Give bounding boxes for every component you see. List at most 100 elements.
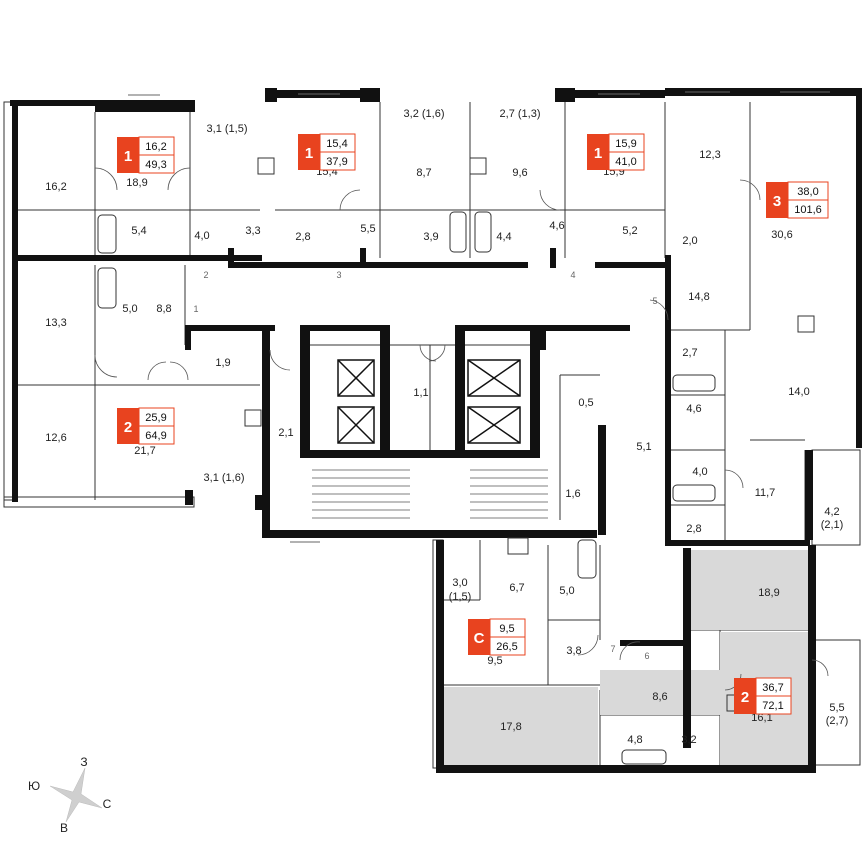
room-area: 5,5 xyxy=(829,702,844,714)
apartment-living-area: 36,7 xyxy=(762,682,783,694)
bathtub-icon xyxy=(449,211,467,253)
room-area: 11,7 xyxy=(755,487,776,499)
south-west-balcony-outline xyxy=(3,496,195,508)
apartment-total-area: 41,0 xyxy=(615,156,636,168)
room-area: 4,0 xyxy=(194,230,209,242)
room-area: 1,1 xyxy=(413,387,428,399)
door-number: 5 xyxy=(652,296,657,306)
room-area: 9,6 xyxy=(512,167,527,179)
shade-hall xyxy=(600,670,720,715)
elevators xyxy=(337,359,521,444)
room-area: 2,0 xyxy=(682,235,697,247)
highlighted-apartment xyxy=(443,550,808,765)
door-number: 2 xyxy=(203,270,208,280)
room-area: 5,0 xyxy=(559,585,574,597)
room-area: 13,3 xyxy=(45,317,66,329)
door-numbers: 1 2 3 4 5 6 7 xyxy=(193,270,657,661)
room-area: 3,2 (1,6) xyxy=(404,108,445,120)
apartment-total-area: 101,6 xyxy=(794,204,822,216)
compass-east: С xyxy=(103,797,112,811)
apartment-rooms: 1 xyxy=(124,148,132,165)
bathtub-icon xyxy=(621,749,667,765)
apartment-total-area: 72,1 xyxy=(762,700,783,712)
room-area: 8,7 xyxy=(416,167,431,179)
compass-north: З xyxy=(80,755,87,769)
apartment-total-area: 37,9 xyxy=(326,156,347,168)
room-area: 8,8 xyxy=(156,303,171,315)
apartment-badge[interactable]: 1 15,9 41,0 xyxy=(587,133,645,171)
shade-bedroom xyxy=(690,550,808,630)
elevator-4 xyxy=(467,406,521,444)
shade-kitchen xyxy=(443,687,598,765)
room-area: 16,2 xyxy=(45,181,66,193)
room-area: 2,1 xyxy=(278,427,293,439)
room-area: 3,8 xyxy=(566,645,581,657)
room-area: 2,8 xyxy=(686,523,701,535)
apartment-badge[interactable]: 1 16,2 49,3 xyxy=(117,136,175,174)
apartment-living-area: 9,5 xyxy=(499,623,514,635)
room-area: 8,6 xyxy=(652,691,667,703)
room-area: 4,4 xyxy=(496,231,511,243)
room-area: 4,6 xyxy=(686,403,701,415)
apartment-badge[interactable]: 2 25,9 64,9 xyxy=(117,407,175,445)
room-area: (2,7) xyxy=(826,715,849,727)
apartment-total-area: 49,3 xyxy=(145,159,166,171)
room-area: 9,5 xyxy=(487,655,502,667)
doors xyxy=(94,167,829,691)
room-area: 21,7 xyxy=(134,445,155,457)
apartment-badge[interactable]: С 9,5 26,5 xyxy=(468,618,526,656)
stove-icon xyxy=(257,157,275,175)
room-area: 14,0 xyxy=(788,386,809,398)
apartment-badge[interactable]: 3 38,0 101,6 xyxy=(766,181,829,219)
door-number: 4 xyxy=(570,270,575,280)
bathtub-icon xyxy=(97,267,117,309)
room-area: 3,1 (1,6) xyxy=(204,472,245,484)
door-number: 7 xyxy=(610,644,615,654)
elevator-1 xyxy=(337,359,375,397)
room-area: 30,6 xyxy=(771,229,792,241)
room-area: 2,7 (1,3) xyxy=(500,108,541,120)
room-area: 0,5 xyxy=(578,397,593,409)
apartment-rooms: 3 xyxy=(773,193,781,210)
apartment-total-area: 64,9 xyxy=(145,430,166,442)
room-area: 5,5 xyxy=(360,223,375,235)
room-area: 18,9 xyxy=(758,587,779,599)
apartment-badges: 1 16,2 49,3 1 15,4 37,9 1 15,9 41,0 3 38… xyxy=(117,133,829,715)
room-area: 6,7 xyxy=(509,582,524,594)
elevator-3 xyxy=(467,359,521,397)
door-number: 3 xyxy=(336,270,341,280)
apartment-living-area: 25,9 xyxy=(145,412,166,424)
apartment-badge[interactable]: 1 15,4 37,9 xyxy=(298,133,356,171)
room-area: 5,0 xyxy=(122,303,137,315)
room-area: 5,4 xyxy=(131,225,146,237)
windows xyxy=(128,91,830,543)
apartment-living-area: 15,4 xyxy=(326,138,347,150)
room-area: 1,9 xyxy=(215,357,230,369)
room-area: 3,9 xyxy=(423,231,438,243)
elevator-2 xyxy=(337,406,375,444)
room-area: (2,1) xyxy=(821,519,844,531)
room-area: 14,8 xyxy=(688,291,709,303)
apartment-rooms: 1 xyxy=(305,145,313,162)
thin-walls xyxy=(3,101,861,769)
room-area: 4,0 xyxy=(692,466,707,478)
compass-west: Ю xyxy=(28,779,40,793)
room-area: 4,6 xyxy=(549,220,564,232)
stairs xyxy=(312,469,548,519)
room-area: 2,8 xyxy=(295,231,310,243)
apartment-rooms: 2 xyxy=(741,689,749,706)
room-area: 1,6 xyxy=(565,488,580,500)
stove-icon xyxy=(244,409,262,427)
room-area: 3,1 (1,5) xyxy=(207,123,248,135)
room-area: 18,9 xyxy=(126,177,147,189)
apartment-living-area: 38,0 xyxy=(797,186,818,198)
stove-icon xyxy=(797,315,815,333)
apartment-badge[interactable]: 2 36,7 72,1 xyxy=(734,677,792,715)
door-number: 6 xyxy=(644,651,649,661)
apartment-total-area: 26,5 xyxy=(496,641,517,653)
compass-south: В xyxy=(60,821,68,835)
room-area: (1,5) xyxy=(449,591,472,603)
bathtub-icon xyxy=(672,374,716,392)
stove-icon xyxy=(507,537,529,555)
